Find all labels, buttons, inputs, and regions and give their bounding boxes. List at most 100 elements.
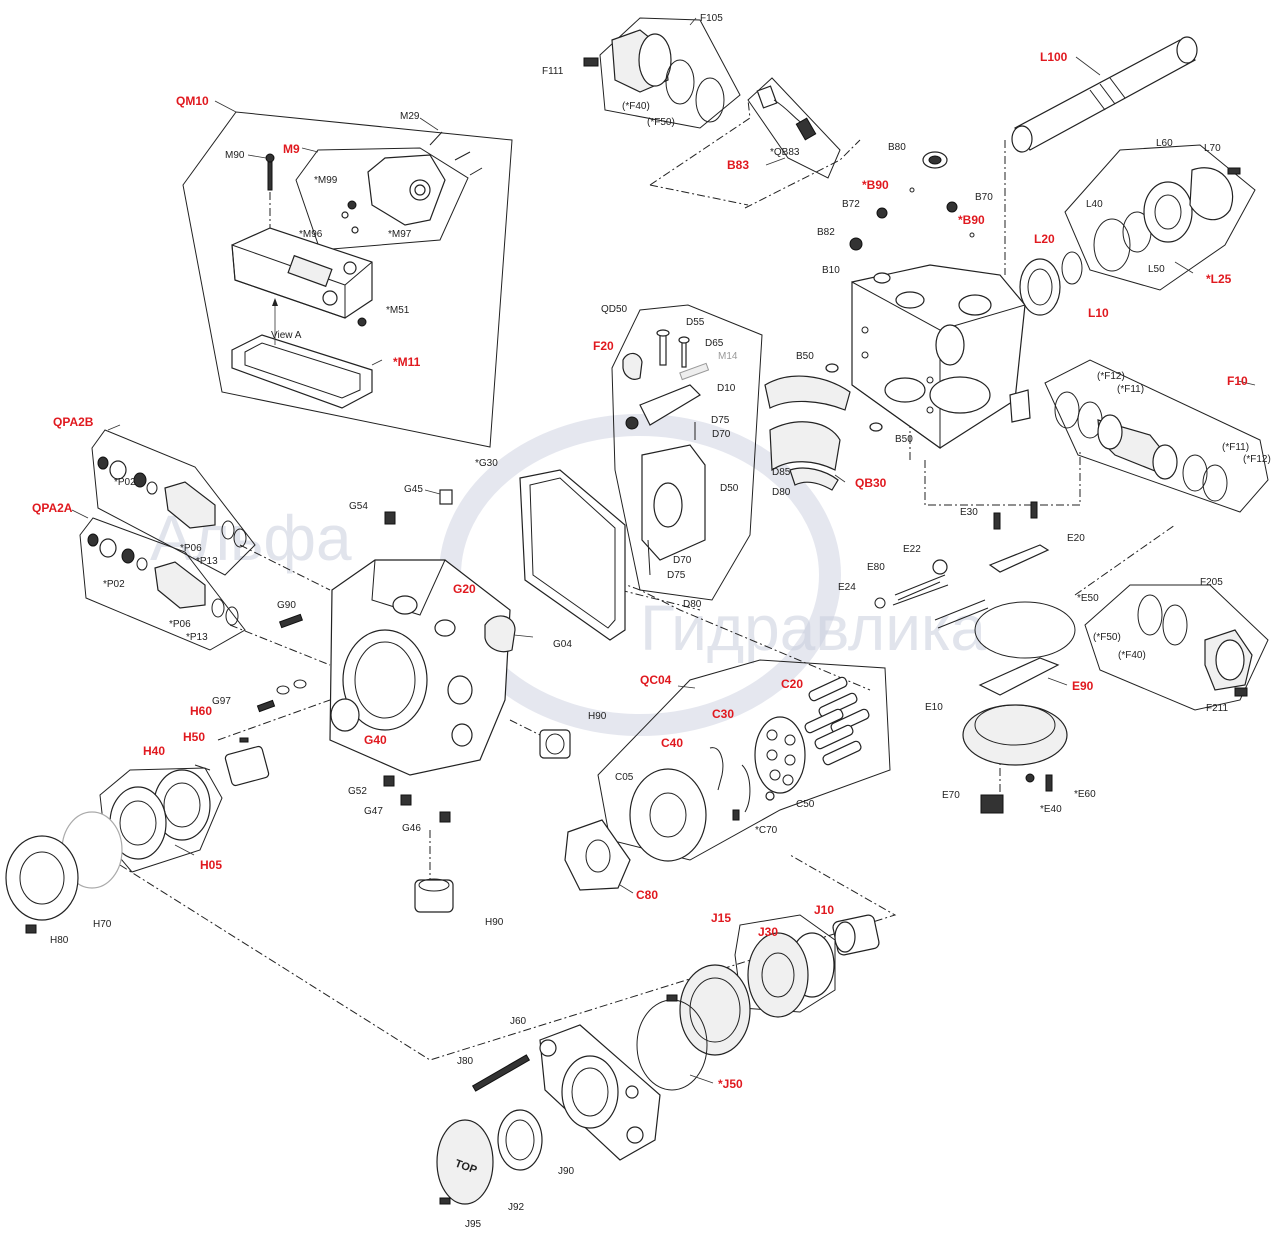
label-j50: *J50 [718, 1077, 743, 1091]
l60-plate [1189, 167, 1234, 221]
label-p13b: *P13 [186, 632, 208, 643]
e80-spring-2 [934, 599, 989, 629]
c20-pistons [804, 676, 870, 766]
label-e22: E22 [903, 544, 921, 555]
qc04-assembly [629, 676, 870, 862]
qpa2b-cartridge [164, 481, 216, 529]
l10-bearing [1019, 258, 1061, 316]
h05-assembly [5, 737, 270, 934]
label-d65: D65 [705, 338, 724, 349]
qb30-assembly [764, 375, 851, 491]
l20-ring [1061, 251, 1083, 285]
g97-screw [256, 699, 276, 713]
label-g90: G90 [277, 600, 296, 611]
label-g40: G40 [364, 733, 387, 747]
qb83-assembly [756, 85, 817, 141]
label-d70a: D70 [712, 429, 731, 440]
g04-endcap [256, 489, 571, 913]
label-m97: *M97 [388, 229, 412, 240]
label-f40a: (*F40) [622, 101, 650, 112]
h50-sleeve [224, 745, 270, 787]
label-m99: *M99 [314, 175, 338, 186]
label-l70: L70 [1204, 143, 1221, 154]
qd50-assembly [622, 329, 710, 576]
label-f105: F105 [700, 13, 723, 24]
label-qpa2b: QPA2B [53, 415, 94, 429]
label-e60: *E60 [1074, 789, 1096, 800]
label-e50: *E50 [1077, 593, 1099, 604]
watermark-line2: Гидравлика [640, 592, 986, 664]
control-cover [287, 254, 333, 288]
qpa2b-outline [91, 429, 256, 576]
label-f11a: (*F11) [1117, 384, 1144, 395]
label-p13a: *P13 [196, 556, 218, 567]
label-g45: G45 [404, 484, 423, 495]
label-d50: D50 [720, 483, 739, 494]
label-f205: F205 [1200, 577, 1223, 588]
label-m51: *M51 [386, 305, 410, 316]
j92-cover [436, 1119, 494, 1205]
label-l40: L40 [1086, 199, 1103, 210]
label-e10: E10 [925, 702, 943, 713]
nameplate [1009, 389, 1031, 423]
g47-plug [400, 794, 412, 806]
label-e20: E20 [1067, 533, 1085, 544]
label-l60: L60 [1156, 138, 1173, 149]
f105-outline [599, 17, 741, 129]
qb83-outline [747, 77, 841, 179]
qpa2a-outline [79, 517, 246, 651]
d55-bolt [659, 334, 667, 366]
label-f211: F211 [1206, 703, 1228, 714]
e-group-assembly [874, 501, 1076, 814]
label-c80: C80 [636, 888, 658, 902]
label-h60: H60 [190, 704, 212, 718]
label-f11b: (*F11) [1222, 442, 1249, 453]
label-qm10: QM10 [176, 94, 209, 108]
label-g47: G47 [364, 806, 383, 817]
label-d55: D55 [686, 317, 705, 328]
f205-outline [1084, 584, 1269, 711]
f20-bushing [622, 352, 643, 380]
label-l10: L10 [1088, 306, 1109, 320]
h60-key [239, 737, 249, 743]
watermark: Альфа Гидравлика [150, 414, 986, 736]
label-b50b: B50 [895, 434, 913, 445]
h90-plug-right [539, 729, 571, 759]
label-g54: G54 [349, 501, 368, 512]
labels: QM10 M9 *M11 QPA2B QPA2A L100 *B90 *B90 … [32, 13, 1271, 1230]
j15-plate [747, 932, 809, 1018]
label-e40: *E40 [1040, 804, 1062, 815]
label-l50: L50 [1148, 264, 1165, 275]
b82-plug [849, 237, 863, 251]
label-m90: M90 [225, 150, 245, 161]
label-g04: G04 [553, 639, 572, 650]
e24-washer [874, 597, 886, 609]
qm10-outline [182, 111, 513, 448]
label-h70: H70 [93, 919, 112, 930]
label-qb83: *QB83 [770, 147, 800, 158]
label-e80: E80 [867, 562, 885, 573]
label-b90a: *B90 [862, 178, 889, 192]
g46-plug [439, 811, 451, 823]
label-f111: F111 [542, 66, 564, 77]
m14-link [679, 362, 710, 381]
e10-cover [962, 704, 1068, 766]
l50-seal [1143, 181, 1193, 243]
label-b70: B70 [975, 192, 993, 203]
j-assembly: TOP [436, 914, 880, 1205]
label-f10: F10 [1227, 374, 1248, 388]
c40-clip-1 [709, 747, 724, 791]
j90-seal [497, 1109, 543, 1171]
m9-valve-block [367, 154, 446, 226]
label-b83: B83 [727, 158, 749, 172]
e90-plate [978, 657, 1060, 696]
label-j92: J92 [508, 1202, 525, 1213]
j80-bolt [471, 1054, 531, 1092]
label-f12b: (*F12) [1243, 454, 1271, 465]
qpa2b-assembly [97, 456, 247, 548]
label-b10: B10 [822, 265, 840, 276]
label-c50: C50 [796, 799, 815, 810]
label-b90b: *B90 [958, 213, 985, 227]
label-p02b: *P02 [103, 579, 125, 590]
label-m9: M9 [283, 142, 300, 156]
